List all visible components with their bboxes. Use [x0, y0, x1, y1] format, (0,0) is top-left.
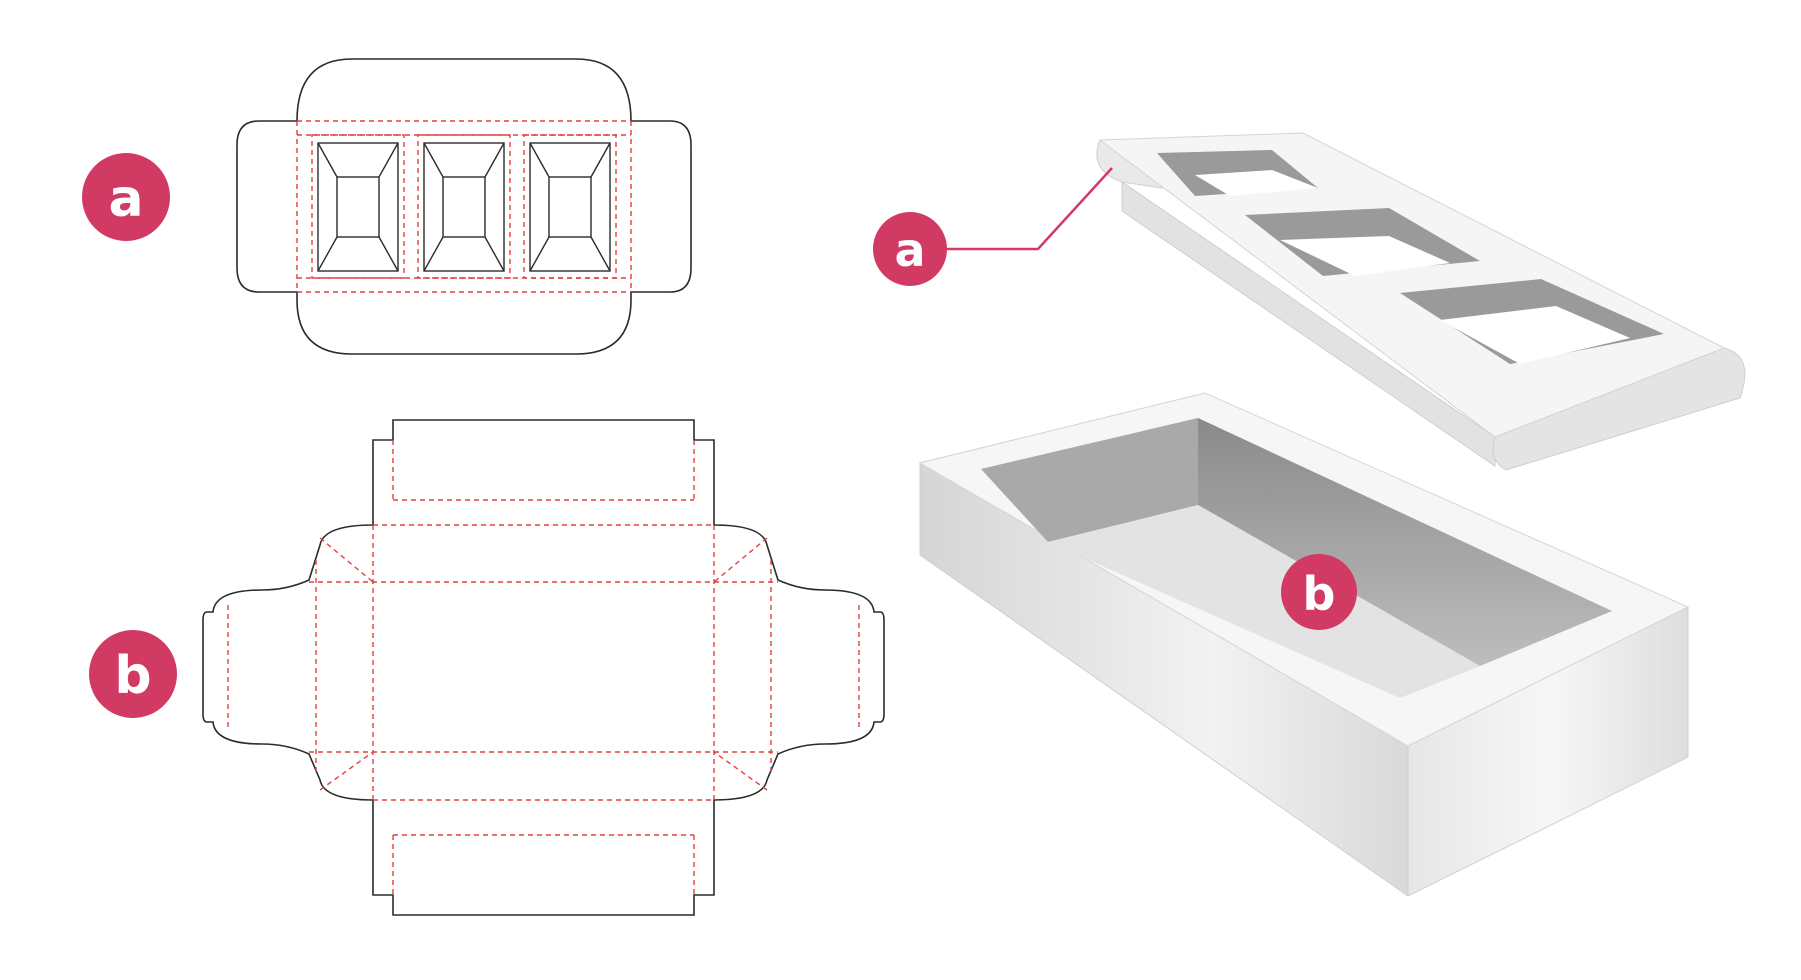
dieline-a-window-2 — [423, 142, 505, 272]
lid-front-edge — [1121, 181, 1496, 467]
dieline-b-cut-outline — [202, 419, 885, 916]
lid-3d — [1096, 132, 1746, 471]
badge-a-dieline-label: a — [108, 169, 143, 229]
dieline-a-windows — [317, 142, 611, 272]
callout-a-leader-line — [945, 167, 1113, 251]
badge-b-tray-label: b — [1303, 567, 1336, 621]
tray-inner-floor-bottom — [1048, 505, 1480, 698]
tray-3d — [918, 392, 1690, 897]
lid-window-2 — [1245, 208, 1480, 276]
lid-window-3 — [1400, 279, 1664, 364]
dieline-a — [236, 58, 692, 355]
badge-b-dieline: b — [89, 630, 177, 718]
tray-inner-back-wall — [981, 418, 1198, 542]
tray-inner-right-wall — [1198, 418, 1612, 666]
lid-right-curve — [1492, 347, 1746, 471]
dieline-a-window-1 — [317, 142, 399, 272]
badge-b-dieline-label: b — [114, 646, 151, 706]
badge-a-dieline: a — [82, 153, 170, 241]
badge-a-lid-label: a — [894, 223, 925, 277]
dieline-b — [202, 419, 885, 916]
dieline-a-window-3 — [529, 142, 611, 272]
dieline-a-cut-outline — [236, 58, 692, 355]
badge-a-lid: a — [873, 212, 947, 286]
badge-b-tray: b — [1281, 554, 1357, 630]
dieline-b-fold-lines — [227, 440, 860, 895]
lid-window-1 — [1157, 150, 1318, 196]
lid-top-surface — [1098, 132, 1726, 438]
dieline-a-fold-lines — [296, 120, 632, 293]
